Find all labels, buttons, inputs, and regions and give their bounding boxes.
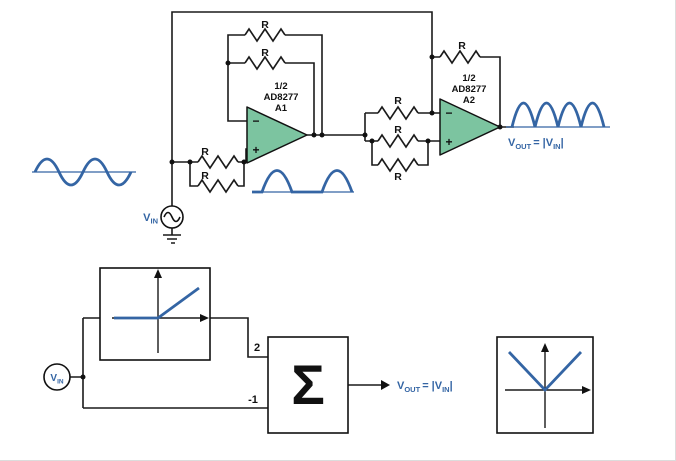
vout-equation-label: VOUT= |VIN| (508, 137, 564, 151)
resistor-label: R (261, 19, 269, 31)
block-diagram-wires (70, 317, 381, 409)
axis-arrow-right-icon (582, 386, 591, 394)
axis-arrow-right-icon (200, 314, 209, 322)
a2-designator-label: A2 (463, 95, 475, 106)
summing-block (267, 336, 349, 434)
a2-part-label: AD8277 (452, 84, 487, 95)
resistor-symbol-a2-plus-2 (377, 158, 419, 172)
a1-minus-sign: − (252, 114, 259, 128)
junction-dots (80, 374, 86, 380)
output-fullwave-waveform (510, 101, 606, 128)
a2-plus-sign: + (445, 135, 452, 149)
resistor-label: R (458, 40, 466, 52)
vout-equation-label-bottom: VOUT= |VIN| (397, 380, 453, 394)
axis-arrow-up-icon (154, 269, 162, 278)
vin-source-bubble (43, 363, 71, 391)
ground-icon (163, 234, 181, 244)
sigma-symbol: Σ (291, 353, 325, 416)
resistor-symbol-a2-plus-1 (377, 134, 419, 148)
resistor-label: R (201, 146, 209, 158)
block-diagram: VIN 2 -1 Σ VOUT= |VIN| (43, 267, 594, 434)
a1-plus-sign: + (252, 143, 259, 157)
resistor-label: R (394, 124, 402, 136)
opamp-a2-triangle (439, 98, 501, 156)
a2-fraction-label: 1/2 (462, 73, 475, 84)
gain-minus1-label: -1 (248, 394, 258, 406)
a1-fraction-label: 1/2 (274, 81, 287, 92)
input-sine-waveform (33, 157, 133, 187)
halfwave-transfer-curve (114, 286, 200, 320)
opamp-a1-triangle (246, 106, 308, 164)
resistor-symbol-a2-minus (377, 106, 419, 120)
junction-dots (169, 54, 503, 165)
vin-label: VIN (143, 212, 158, 226)
resistor-label: R (394, 171, 402, 183)
axis-arrow-up-icon (541, 343, 549, 352)
abs-transfer-curve (507, 351, 583, 393)
op-amp-schematic: R R R R R R R R − + 1/2 AD8277 A1 − + 1/… (32, 11, 610, 244)
vin-bubble-label: VIN (50, 373, 63, 386)
resistor-label: R (394, 95, 402, 107)
halfwave-transfer-block (99, 267, 211, 361)
a2-minus-sign: − (445, 106, 452, 120)
a1-designator-label: A1 (275, 103, 288, 114)
a1-halfwave-waveform (252, 169, 354, 194)
a1-part-label: AD8277 (264, 92, 299, 103)
gain-2-label: 2 (254, 342, 260, 354)
sine-source-icon (163, 211, 181, 223)
resistor-label: R (261, 47, 269, 59)
resistor-symbol-a2-feedback (439, 50, 481, 64)
resistor-label: R (201, 170, 209, 182)
output-arrow-icon (381, 380, 390, 390)
